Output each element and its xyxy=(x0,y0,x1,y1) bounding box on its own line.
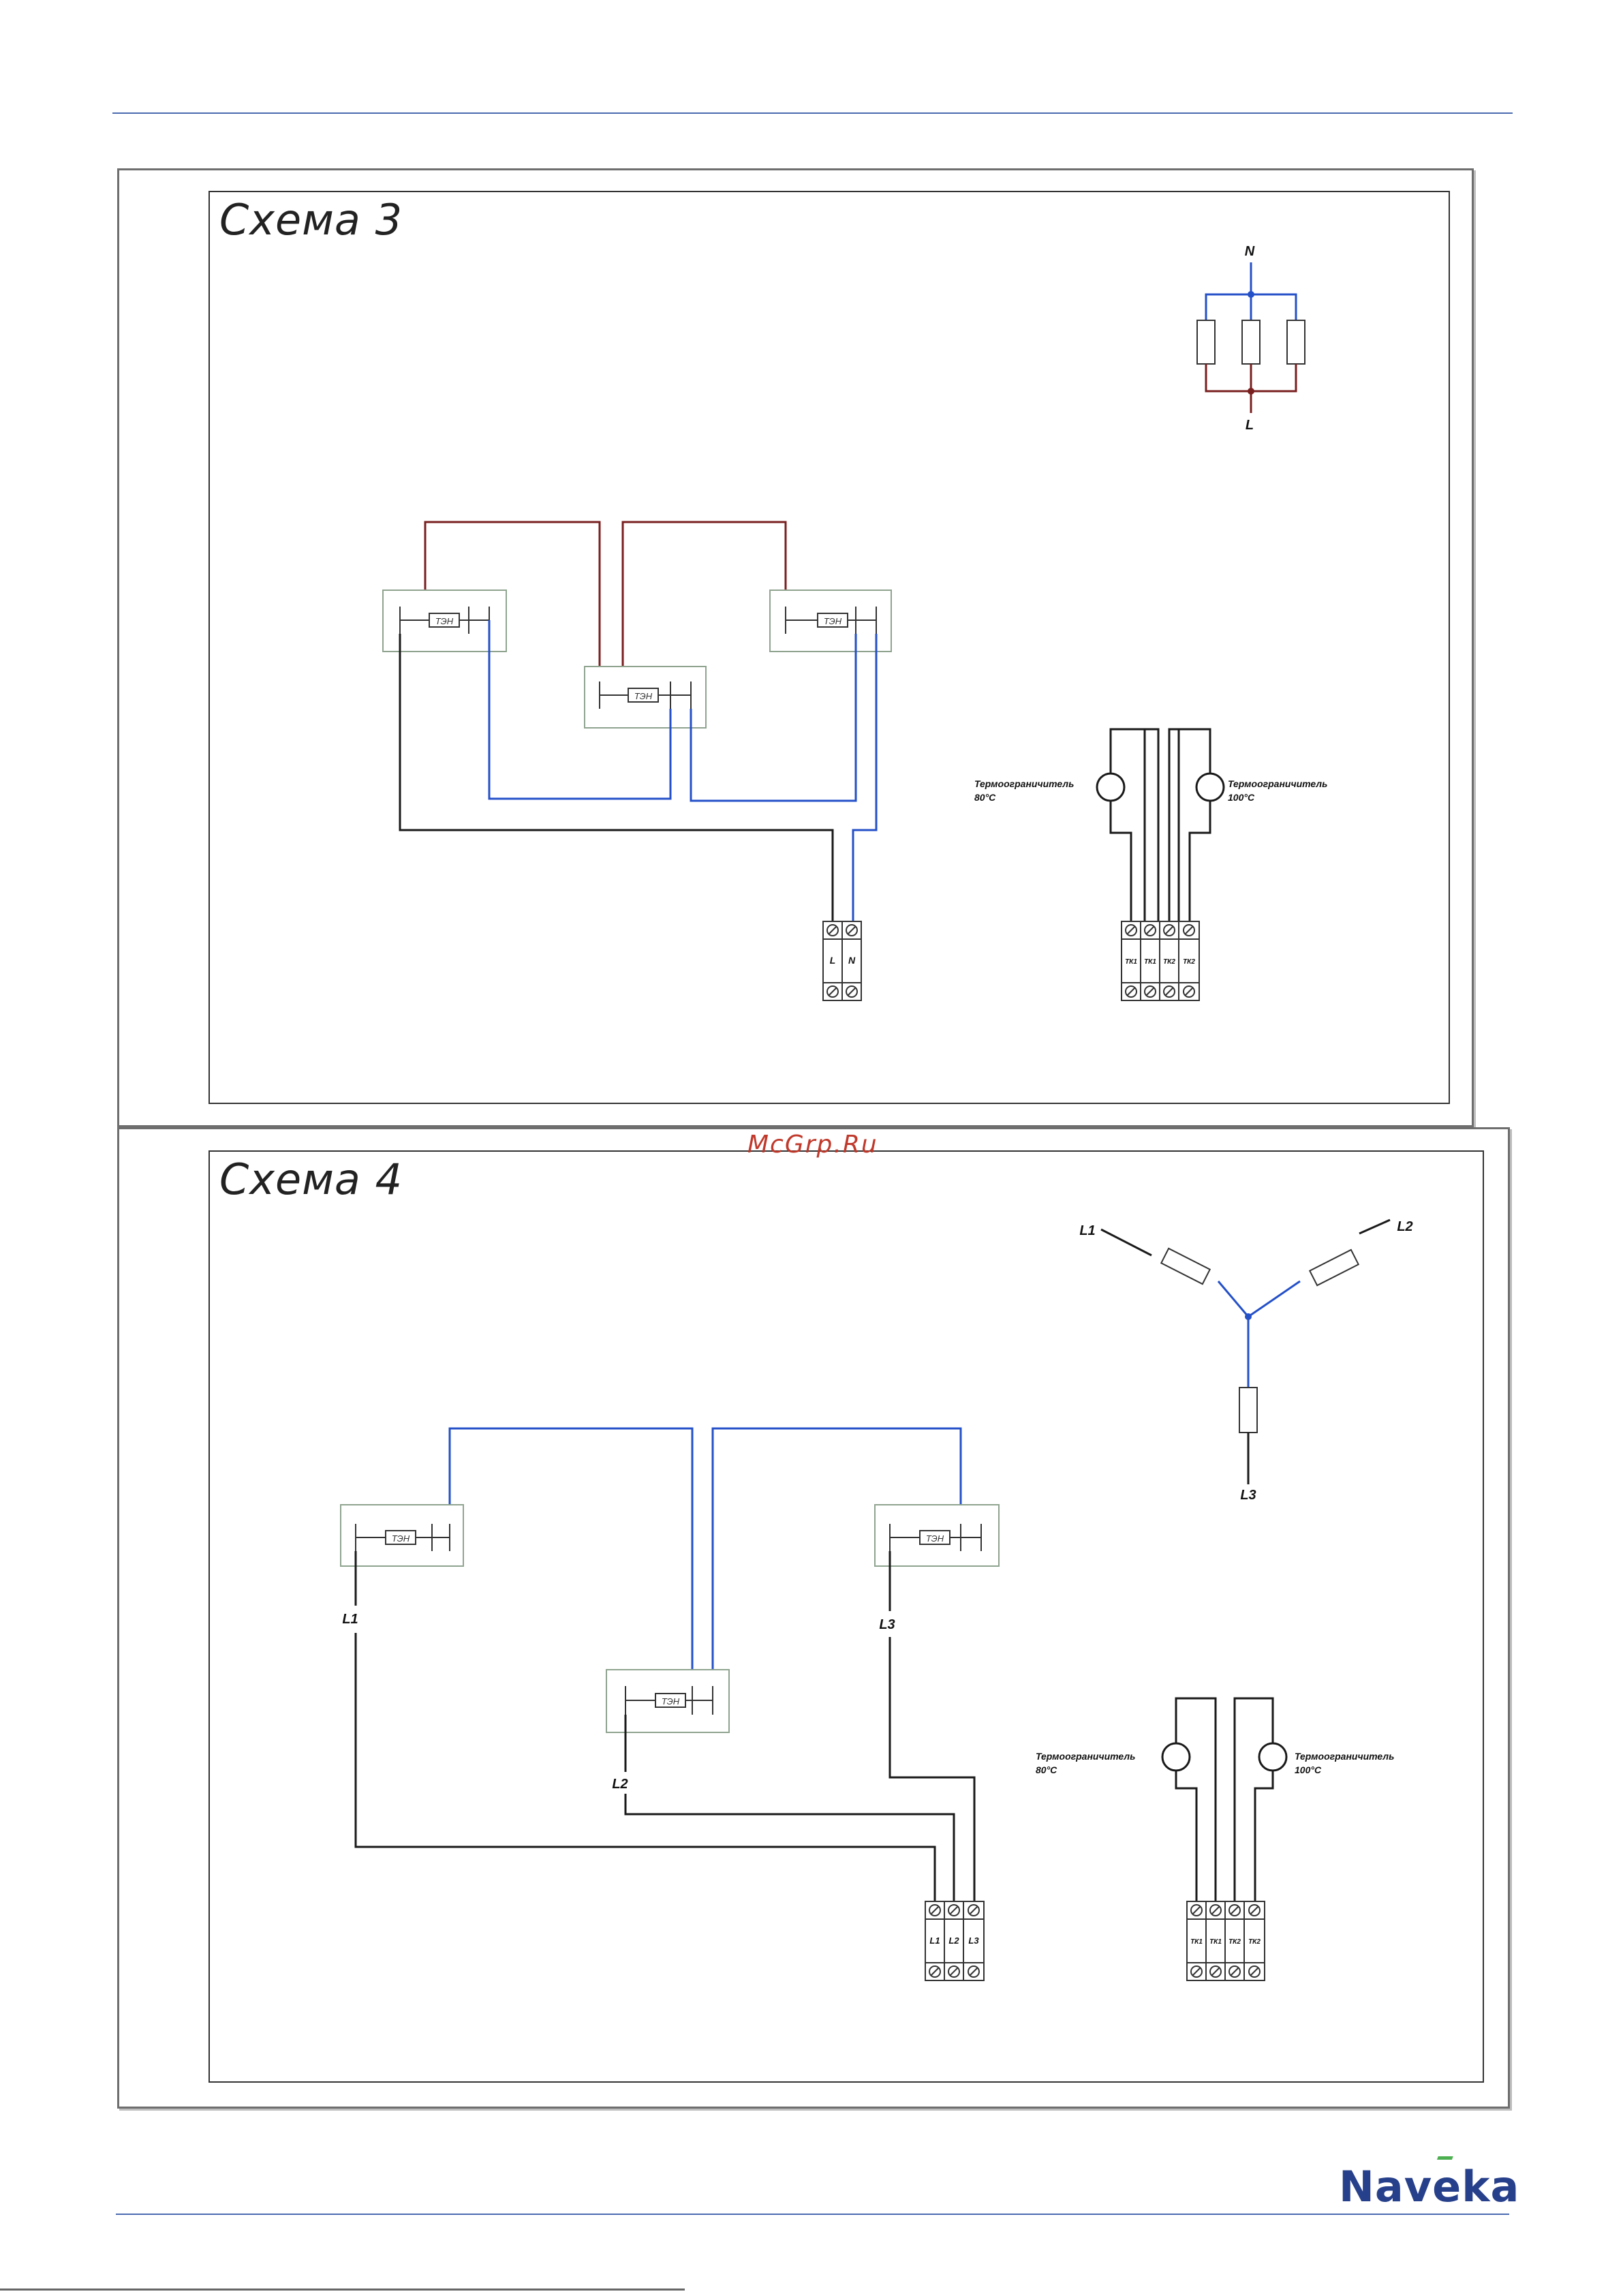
watermark: McGrp.Ru xyxy=(747,1131,878,1159)
thermostat-80-icon xyxy=(1162,1743,1190,1771)
thermostat-left-line2: 80°С xyxy=(1036,1764,1057,1775)
thermostat-100-icon xyxy=(1259,1743,1286,1771)
thermostat-left-line1: Термоограничитель xyxy=(1036,1751,1135,1762)
terminal-label-L3: L3 xyxy=(968,1935,979,1946)
wire-label-L1: L1 xyxy=(342,1612,358,1627)
tk-label-1: ТК1 xyxy=(1190,1938,1203,1946)
wire-label-L3: L3 xyxy=(879,1617,895,1632)
wire-label-L2: L2 xyxy=(612,1777,628,1792)
logo-part-2: e xyxy=(1432,2162,1462,2211)
star-label-L3: L3 xyxy=(1240,1488,1256,1503)
schema-4-thermostat-block: Термоограничитель 80°С Термоограничитель… xyxy=(1036,1698,1394,1980)
thermostat-right-line1: Термоограничитель xyxy=(1295,1751,1394,1762)
heater-label: ТЭН xyxy=(662,1696,680,1706)
star-label-L1: L1 xyxy=(1079,1223,1095,1238)
terminal-label-L1: L1 xyxy=(929,1935,940,1946)
heater-label: ТЭН xyxy=(392,1533,410,1544)
bottom-strip xyxy=(0,2289,685,2291)
thermostat-right-line2: 100°С xyxy=(1295,1764,1322,1775)
heater-label: ТЭН xyxy=(926,1533,944,1544)
star-label-L2: L2 xyxy=(1397,1219,1412,1234)
schema-4-star-symbol: L1 L2 L3 xyxy=(1079,1219,1412,1503)
heater-element-1: ТЭН xyxy=(341,1505,463,1566)
tk-label-3: ТК2 xyxy=(1228,1938,1241,1946)
logo-part-3: ka xyxy=(1462,2162,1519,2211)
schema-4-power-terminal: L1 L2 L3 xyxy=(925,1901,984,1980)
tk-label-2: ТК1 xyxy=(1209,1938,1222,1946)
tk-label-4: ТК2 xyxy=(1248,1938,1261,1946)
terminal-label-L2: L2 xyxy=(948,1935,959,1946)
heater-element-3: ТЭН xyxy=(875,1505,999,1566)
logo-part-1: Nav xyxy=(1339,2162,1432,2211)
